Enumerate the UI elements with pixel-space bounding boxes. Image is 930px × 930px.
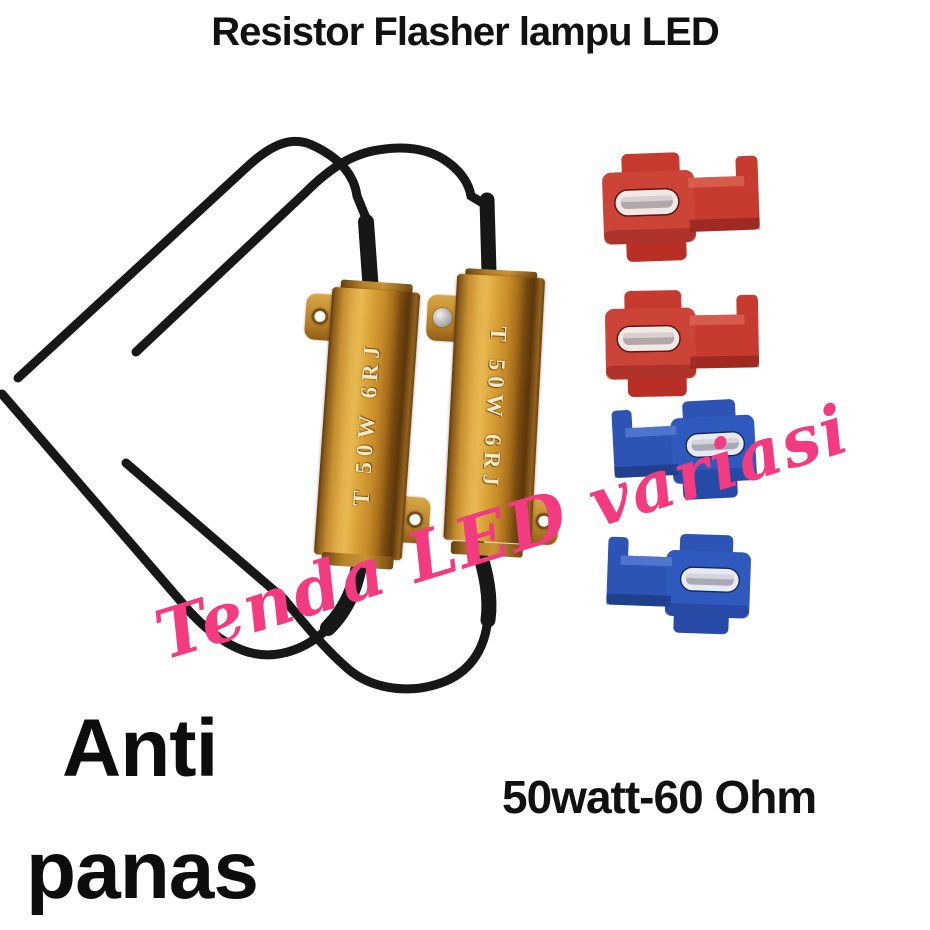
mounting-hole <box>310 307 330 326</box>
wire-tap-connector-blue-2 <box>604 530 753 636</box>
resistor-marking: T 50W 6RJ <box>348 340 385 508</box>
caption-panas: panas <box>26 825 259 916</box>
spec-text: 50watt-60 Ohm <box>502 771 817 823</box>
page-title: Resistor Flasher lampu LED <box>211 10 719 54</box>
resistor-body: T 50W 6RJ <box>313 286 421 561</box>
rivet <box>432 307 453 328</box>
wire-tap-connector-red-1 <box>600 148 762 264</box>
caption-anti: Anti <box>62 703 218 794</box>
resistor-marking: T 50W 6RJ <box>477 325 512 493</box>
wire-tap-connector-red-2 <box>603 287 761 399</box>
